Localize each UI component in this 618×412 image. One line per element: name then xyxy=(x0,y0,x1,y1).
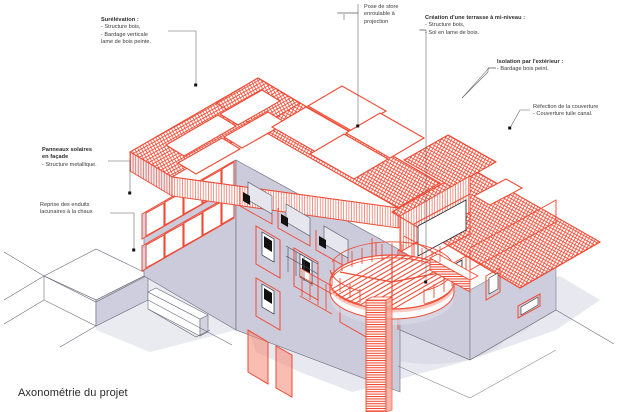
annotation-pose-de-store-line-1: Pose de store xyxy=(364,4,399,10)
annotation-refection-couverture: Réfection de la couverture - Couverture … xyxy=(533,104,598,119)
annotation-sureluvation-line-2: - Bardage verticale xyxy=(101,31,148,38)
balcony-rail-left xyxy=(285,245,319,286)
roof-windows-front xyxy=(270,85,426,180)
terrace-stair xyxy=(365,296,393,412)
annotation-refection-couverture-line-1: Réfection de la couverture xyxy=(533,104,599,110)
annotation-reprise-enduits: Reprise des enduits lacunaires à la chau… xyxy=(40,202,93,217)
annotation-sureluvation-line-3: lame de bois peinte. xyxy=(101,39,152,46)
annotation-isolation-exterieur: Isolation par l'extérieur : - Bardage bo… xyxy=(497,59,563,74)
annotation-panneaux-solaires-line-1: - Structure metallique. xyxy=(42,161,97,168)
figure-caption: Axonométrie du projet xyxy=(18,387,128,399)
roof-glazing-left xyxy=(164,89,288,175)
annotation-pose-de-store-line-3: projection xyxy=(364,18,389,25)
walkway xyxy=(429,246,479,293)
annotation-terrasse-mi-niveau: Création d'une terrasse à mi-niveau : - … xyxy=(425,15,525,37)
annotation-terrasse-mi-niveau-line-2: - Sol en lame de bois. xyxy=(425,29,480,36)
annotation-terrasse-mi-niveau-line-1: - Structure bois, xyxy=(425,22,465,29)
annotation-isolation-exterieur-line-1: - Bardage bois peint. xyxy=(497,66,549,73)
annotation-reprise-enduits-line-2: lacunaires à la chaux xyxy=(40,209,93,216)
annotation-sureluvation: Surélévation : - Structure bois, - Barda… xyxy=(101,17,151,47)
annotation-sureluvation-line-1: - Structure bois, xyxy=(101,24,141,31)
annotation-reprise-enduits-line-1: Reprise des enduits xyxy=(40,202,90,208)
annotation-pose-de-store-line-2: enroulable à xyxy=(364,11,395,18)
interior-stair xyxy=(299,267,333,315)
annotation-isolation-exterieur-title: Isolation par l'extérieur : xyxy=(497,59,564,65)
annotation-terrasse-mi-niveau-title: Création d'une terrasse à mi-niveau : xyxy=(425,15,526,21)
annotation-pose-de-store: Pose de store enroulable à projection xyxy=(364,4,399,26)
annotation-panneaux-solaires-title: Panneaux solaires xyxy=(42,147,93,153)
annotation-panneaux-solaires-title2: en façade xyxy=(42,154,69,161)
annotation-refection-couverture-line-2: - Couverture tuile canal. xyxy=(533,111,593,118)
annotation-panneaux-solaires: Panneaux solaires en façade - Structure … xyxy=(42,147,97,169)
leader-lines xyxy=(108,4,530,284)
annotation-sureluvation-title: Surélévation : xyxy=(101,17,139,23)
right-wing xyxy=(390,134,615,399)
